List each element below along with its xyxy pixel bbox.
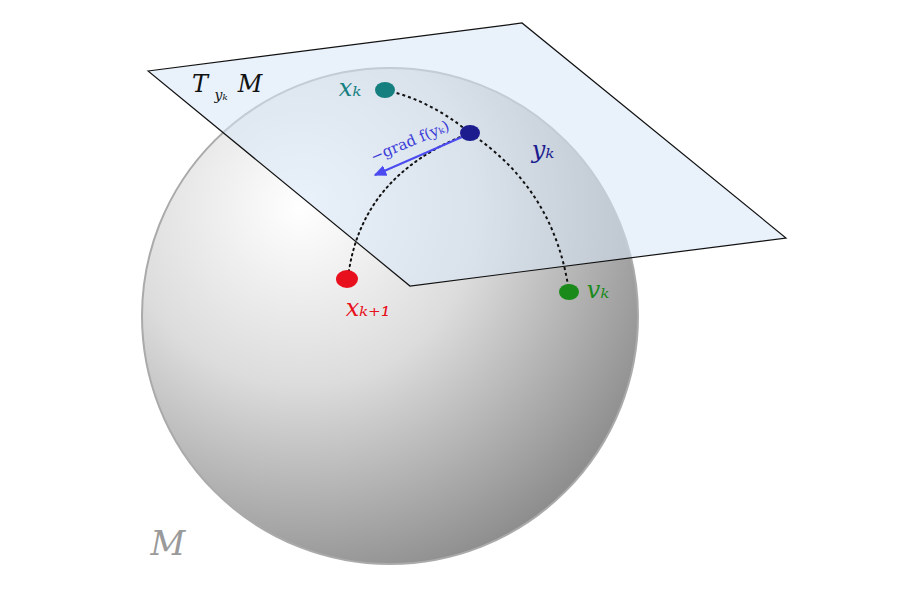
point-dot: [375, 82, 395, 98]
plane-subscript: yₖ: [214, 88, 227, 102]
retraction-path: [348, 133, 470, 278]
point-label: xₖ: [339, 76, 361, 100]
point-dot: [460, 125, 480, 141]
manifold-label: M: [151, 526, 186, 560]
plane-name: T: [192, 72, 208, 96]
point-label: vₖ: [587, 278, 609, 302]
plane-name: M: [238, 72, 263, 96]
tangent-plane: [148, 23, 786, 286]
geodesic-path: [470, 133, 569, 292]
point-dot: [559, 284, 579, 300]
point-dot: [336, 270, 358, 288]
point-label: yₖ: [532, 138, 554, 162]
point-label: xₖ₊₁: [346, 296, 391, 320]
